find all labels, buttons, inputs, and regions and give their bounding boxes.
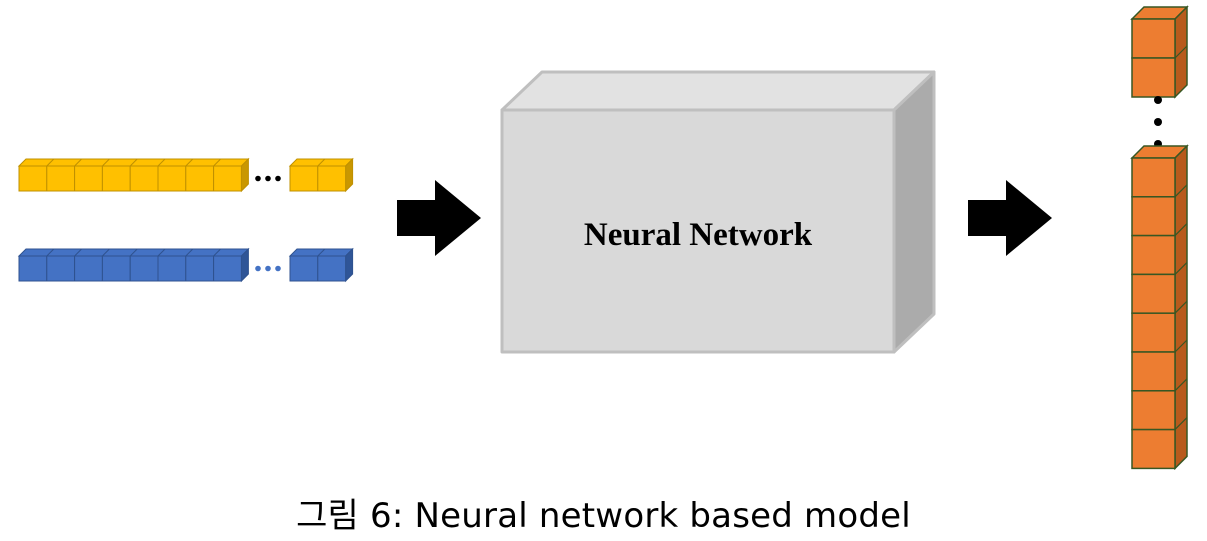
input-cell — [101, 255, 131, 282]
output-top-block — [1130, 5, 1189, 99]
output-arrow — [968, 180, 1052, 256]
input-cell — [289, 165, 319, 192]
input-cell — [157, 165, 187, 192]
cell-edge — [1174, 339, 1188, 353]
input-cell — [185, 165, 215, 192]
cell-edge — [1174, 223, 1188, 237]
output-cell — [1131, 390, 1176, 431]
input-cell — [289, 255, 319, 282]
ellipsis-dot — [275, 175, 281, 182]
ellipsis-dot — [265, 265, 271, 272]
neural-network-box-side — [892, 70, 936, 354]
output-cell — [1131, 273, 1176, 314]
neural-network-box-front — [500, 108, 896, 354]
cell-edge — [102, 158, 110, 167]
input-cell — [129, 255, 159, 282]
cell-edge — [317, 158, 326, 167]
arrow-shape — [397, 180, 481, 256]
cell-edge — [213, 158, 221, 167]
cell-edge — [102, 248, 110, 257]
cell-edge — [185, 158, 194, 167]
cell-edge — [74, 248, 82, 257]
vertical-ellipsis-dot — [1154, 96, 1162, 104]
output-vector — [1130, 5, 1189, 470]
cell-edge — [213, 248, 221, 257]
input-cell — [46, 165, 76, 192]
input-cell — [317, 165, 347, 192]
input-cell — [46, 255, 76, 282]
input-row-1 — [17, 247, 354, 283]
cell-edge — [1174, 261, 1188, 275]
cell-edge — [1174, 300, 1188, 314]
ellipsis-dot — [265, 175, 271, 182]
cell-edge — [157, 158, 166, 167]
output-cell — [1131, 196, 1176, 237]
cell-edge — [74, 158, 82, 167]
ellipsis-dot — [255, 265, 261, 272]
input-cell — [18, 165, 48, 192]
arrow-shape — [968, 180, 1052, 256]
neural-network-label: Neural Network — [584, 217, 813, 253]
input-cell — [213, 165, 242, 192]
input-cell — [129, 165, 159, 192]
cell-edge — [317, 248, 326, 257]
ellipsis-dot — [255, 175, 261, 182]
cell-edge — [1174, 417, 1188, 431]
ellipsis-dot — [275, 265, 281, 272]
output-cell — [1131, 312, 1176, 353]
input-arrow — [397, 180, 481, 256]
input-cell — [185, 255, 215, 282]
input-cell — [101, 165, 131, 192]
neural-network-box-top — [500, 70, 936, 112]
input-cell — [317, 255, 347, 282]
cell-edge — [185, 248, 194, 257]
cell-edge — [129, 158, 138, 167]
cell-edge — [1174, 184, 1188, 198]
vertical-ellipsis-dot — [1154, 118, 1162, 126]
figure-caption: 그림 6: Neural network based model — [296, 496, 911, 536]
output-cell — [1131, 428, 1176, 470]
input-sequences — [17, 157, 354, 283]
cell-edge — [129, 248, 138, 257]
cell-edge — [46, 158, 55, 167]
cell-edge — [1174, 45, 1188, 59]
input-cell — [157, 255, 187, 282]
output-cell — [1131, 57, 1176, 98]
input-cell — [18, 255, 48, 282]
output-bottom-block — [1130, 144, 1189, 470]
input-row-0 — [17, 157, 354, 193]
output-cell — [1131, 157, 1176, 198]
output-cell — [1131, 18, 1176, 59]
input-cell — [74, 255, 103, 282]
output-cell — [1131, 234, 1176, 276]
cell-edge — [157, 248, 166, 257]
neural-network-box: Neural Network — [500, 70, 936, 354]
cell-edge — [46, 248, 55, 257]
input-cell — [74, 165, 103, 192]
neural-network-diagram: Neural Network — [17, 5, 1189, 470]
output-cell — [1131, 351, 1176, 392]
cell-edge — [1174, 378, 1188, 392]
input-cell — [213, 255, 242, 282]
